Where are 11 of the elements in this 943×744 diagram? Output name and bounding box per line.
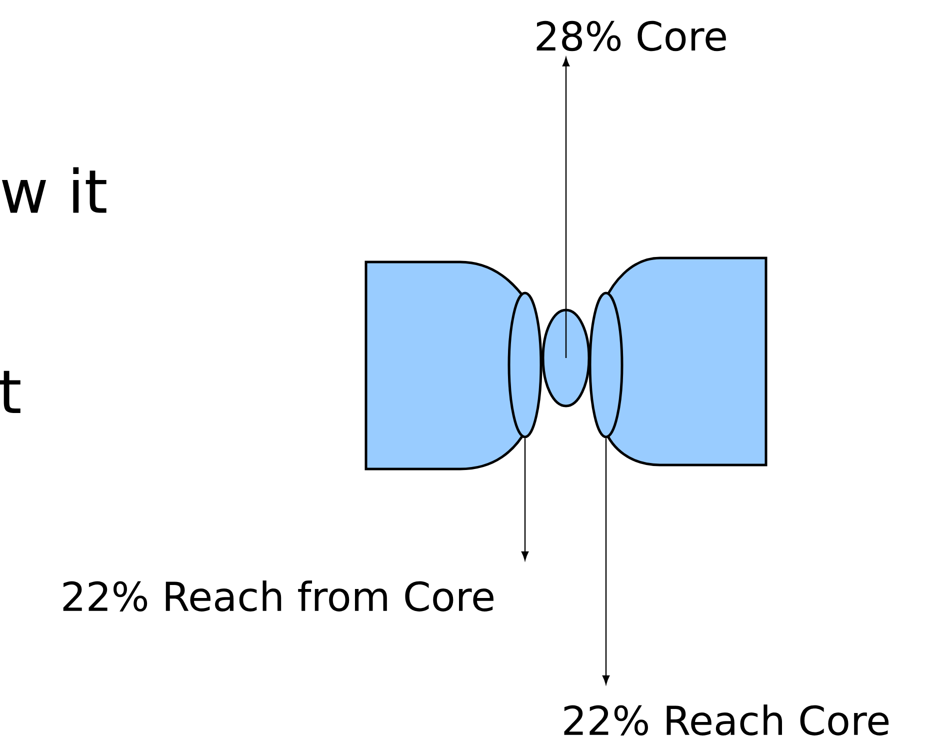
arrow: [521, 438, 529, 560]
ellipse: [542, 308, 590, 408]
arrow-label: 28% Core: [536, 20, 726, 52]
arrow: [562, 57, 570, 358]
arrow-label: 22% Reach from Core: [63, 580, 494, 612]
arrow-label: 22% Reach Core: [564, 704, 889, 736]
slide-text: w it: [2, 167, 106, 213]
slide-text: t: [0, 370, 20, 414]
arrow: [602, 438, 610, 684]
ellipse: [588, 292, 624, 438]
ellipse: [508, 292, 542, 438]
